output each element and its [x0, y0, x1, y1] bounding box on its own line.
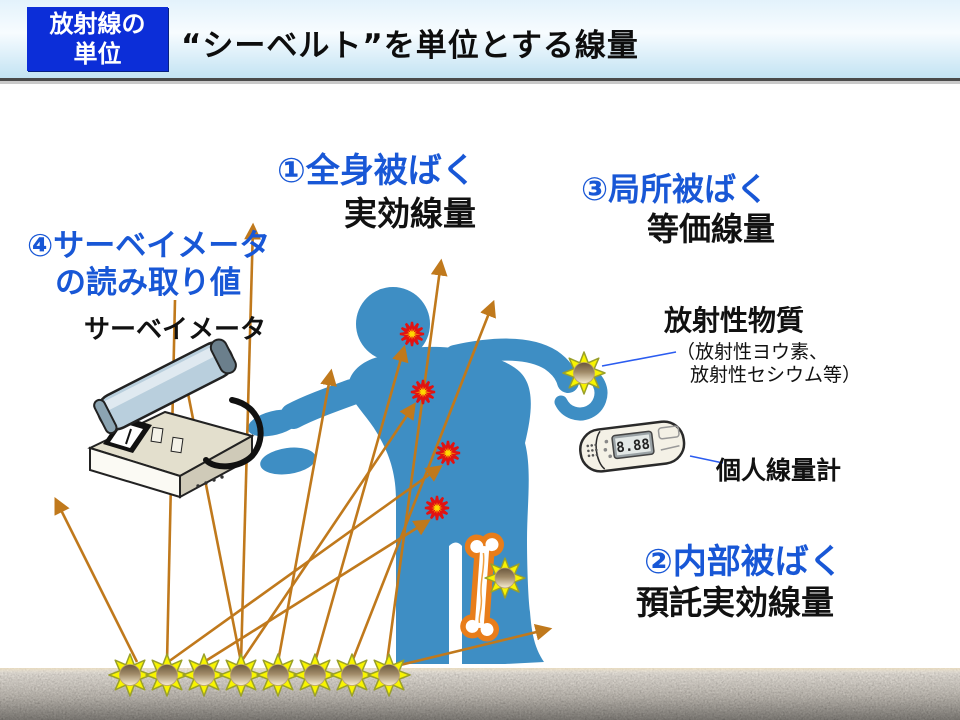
- label-radioactive-cesium: 放射性セシウム等）: [690, 364, 862, 387]
- label-local-exposure: ③局所被ばく: [581, 170, 769, 208]
- unit-badge: 放射線の 単位: [27, 7, 168, 71]
- label-radioactive-material: 放射性物質: [664, 304, 805, 337]
- badge-line2: 単位: [73, 40, 122, 68]
- page-title: “シーベルト”を単位とする線量: [181, 28, 639, 64]
- label-equivalent-dose: 等価線量: [647, 210, 776, 248]
- bone-star-icon: [484, 557, 526, 599]
- survey-meter-probe: [93, 338, 237, 435]
- radiation-arrows: [54, 222, 553, 669]
- label-whole-body-exposure: ①全身被ばく: [277, 151, 476, 191]
- label-personal-dosimeter: 個人線量計: [716, 456, 842, 485]
- header-underline: [0, 81, 960, 84]
- badge-line1: 放射線の: [49, 10, 146, 38]
- hand-star-icon: [562, 351, 606, 395]
- bone-icon: [460, 532, 504, 642]
- label-survey-meter: サーベイメータ: [84, 315, 267, 345]
- label-survey-reading-line2: の読み取り値: [55, 265, 241, 301]
- label-committed-effective-dose: 預託実効線量: [636, 583, 834, 622]
- label-radioactive-examples: （放射性ヨウ素、 放射性セシウム等）: [676, 341, 861, 387]
- label-radioactive-iodine: （放射性ヨウ素、: [676, 341, 829, 363]
- person-body: [348, 346, 544, 664]
- dosimeter-reading: 8.88: [615, 436, 650, 456]
- person-silhouette: [247, 287, 608, 664]
- dosimeter-illustration: 8.88: [579, 420, 686, 473]
- label-effective-dose: 実効線量: [344, 194, 476, 233]
- dosimeter-speaker-dots: [586, 443, 599, 458]
- label-survey-reading-line1: ④サーベイメータ: [27, 228, 271, 264]
- callout-lines: [601, 351, 724, 464]
- survey-meter-cable: [203, 397, 264, 470]
- label-internal-exposure: ②内部被ばく: [644, 542, 843, 582]
- survey-meter-illustration: [87, 338, 264, 499]
- person-left-hand-thumb: [260, 447, 316, 475]
